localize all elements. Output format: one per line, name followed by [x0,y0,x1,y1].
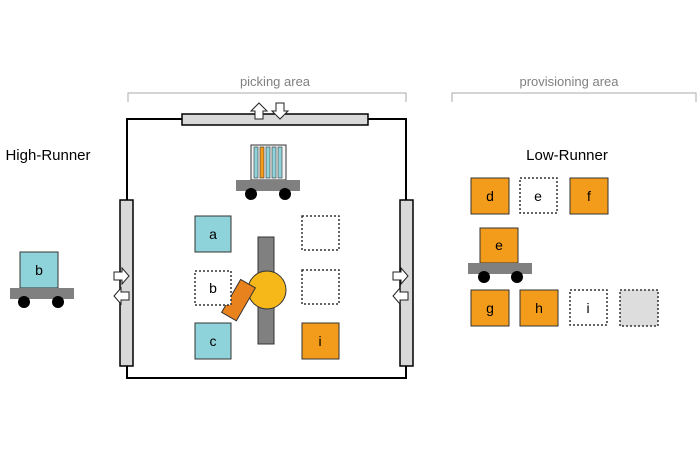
box-b-empty: b [194,270,232,306]
box-g: g [470,289,510,327]
high-runner-cart: b [10,251,74,308]
wheel-icon [52,296,64,308]
box-i-empty: i [569,289,608,326]
high-runner-label: High-Runner [5,147,90,164]
box-a: a [194,215,232,253]
box-d: d [470,177,510,215]
svg-text:c: c [210,333,217,349]
low-runner-cart: e [468,227,532,283]
svg-text:b: b [35,262,43,278]
svg-text:e: e [495,237,503,253]
right-rail [399,199,414,367]
placeholder-slot [619,289,659,327]
provisioning-area-label: provisioning area [519,74,619,89]
svg-text:f: f [587,188,591,204]
picking-area-bracket [127,92,407,102]
svg-text:b: b [209,280,217,296]
svg-text:a: a [209,226,217,242]
svg-text:e: e [534,188,542,204]
box-i: i [301,322,340,360]
picking-area-label: picking area [240,74,311,89]
box-e-empty: e [519,177,558,214]
box-h: h [519,289,559,327]
shelf-cart [236,144,300,200]
wheel-icon [18,296,30,308]
box-f: f [569,177,609,215]
svg-text:h: h [535,300,543,316]
wheel-icon [245,188,257,200]
wheel-icon [511,271,523,283]
svg-text:g: g [486,300,494,316]
wheel-icon [279,188,291,200]
robot-arm-icon [220,270,287,322]
left-rail [119,199,134,367]
provisioning-area-bracket [451,92,697,102]
low-runner-label: Low-Runner [526,147,608,164]
top-rail [181,113,369,126]
svg-text:i: i [318,333,321,349]
empty-slot [301,269,340,305]
svg-text:d: d [486,188,494,204]
svg-text:i: i [586,300,589,316]
box-c: c [194,322,232,360]
empty-slot [301,215,340,251]
wheel-icon [478,271,490,283]
